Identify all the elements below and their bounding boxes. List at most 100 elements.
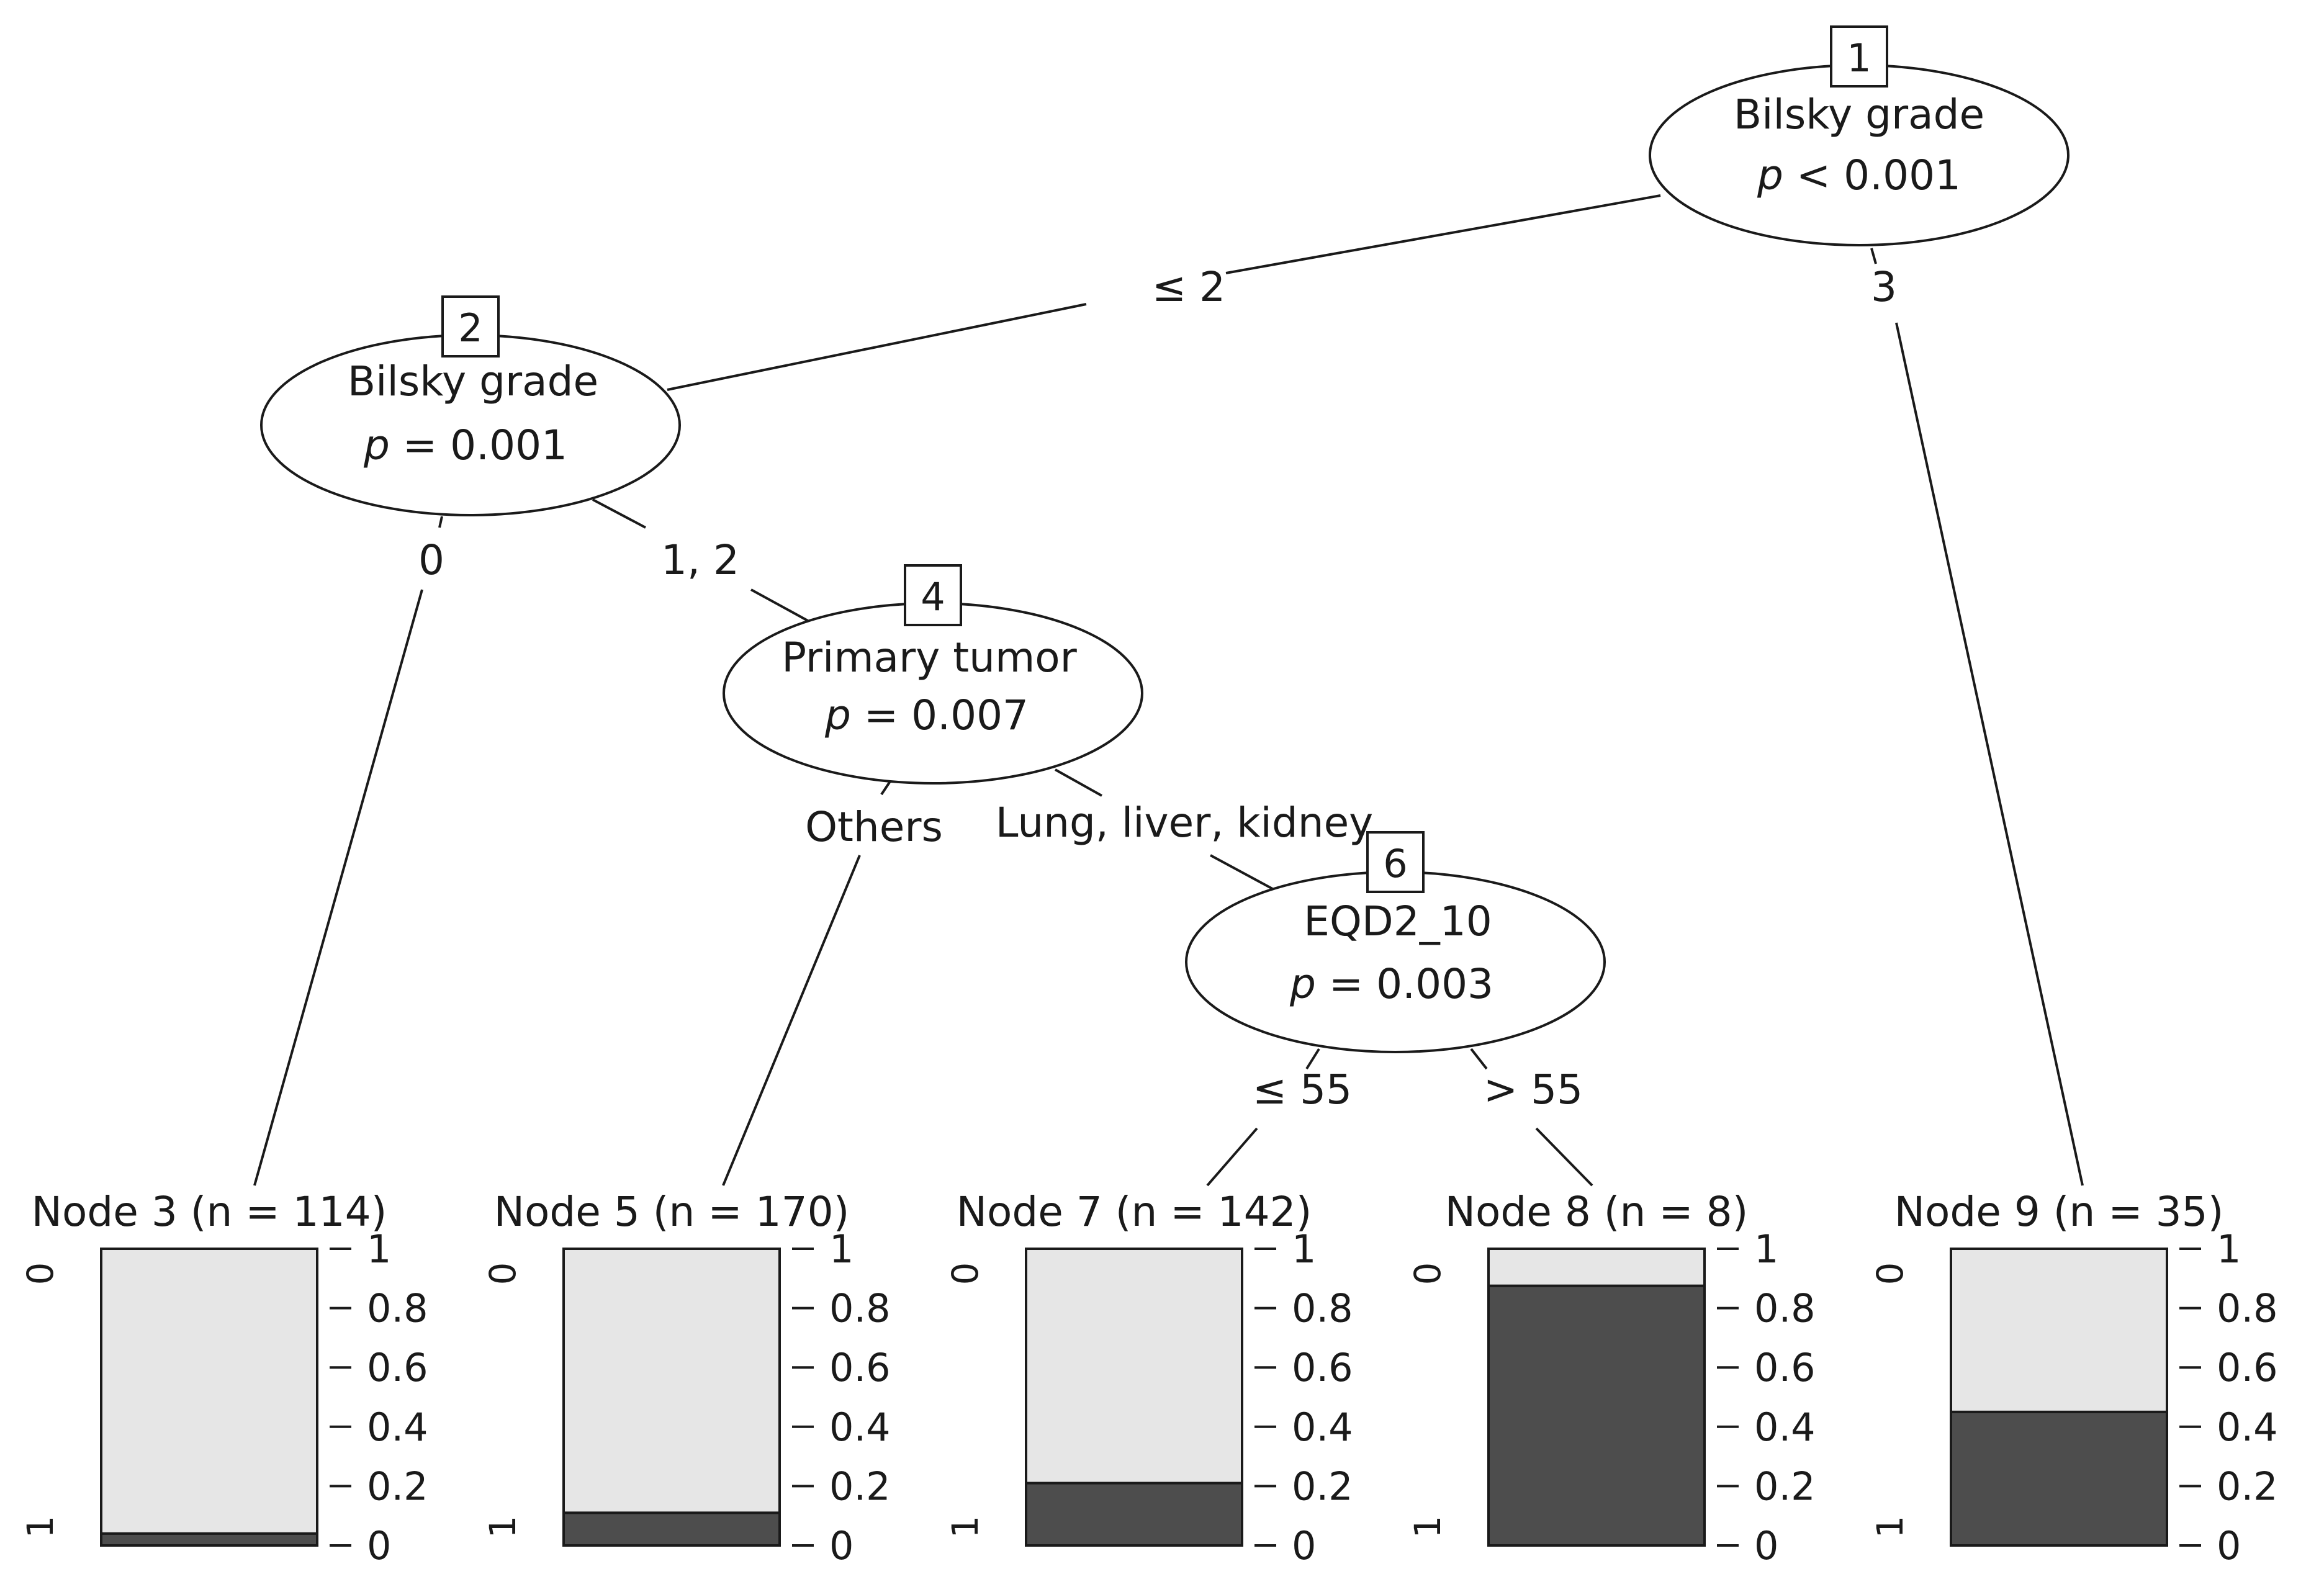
leaf-title-3: Node 3 (n = 114)	[32, 1188, 387, 1236]
leaf-tick-label-9-1: 0.2	[2217, 1464, 2278, 1509]
leaf-tick-label-5-4: 0.8	[829, 1286, 891, 1331]
leaf-bar-class-0-8	[1487, 1248, 1706, 1287]
edge-1-9-line-a	[1870, 248, 1877, 264]
leaf-class-label-top-5: 0	[482, 1262, 524, 1285]
leaf-tick-label-7-1: 0.2	[1292, 1464, 1353, 1509]
leaf-class-label-bottom-3: 1	[19, 1516, 61, 1539]
node-6-id: 6	[1383, 841, 1407, 886]
edge-1-2-line-b	[667, 303, 1087, 391]
edge-1-2-line-a	[1225, 194, 1661, 274]
edge-label-4-5: Others	[805, 803, 943, 851]
leaf-tick-label-7-3: 0.6	[1292, 1345, 1353, 1390]
leaf-tick-label-7-4: 0.8	[1292, 1286, 1353, 1331]
edge-6-7-line-b	[1206, 1127, 1258, 1187]
inner-node-4: 4 Primary tumor p = 0.007	[723, 564, 1143, 785]
edge-labels: ≤ 2 3 0 1, 2 Others Lung, liver, kidney …	[418, 263, 1897, 1113]
edge-label-2-4: 1, 2	[661, 536, 739, 584]
node-6-id-box	[1366, 831, 1425, 893]
leaf-bar-class-0-5	[562, 1248, 781, 1514]
node-2-id-box	[441, 295, 500, 358]
node-4-p-text	[851, 691, 864, 739]
leaf-tick-label-3-3: 0.6	[367, 1345, 428, 1390]
edge-label-6-8: > 55	[1484, 1066, 1583, 1113]
leaf-tick-label-9-2: 0.4	[2217, 1405, 2278, 1450]
edge-label-6-7: ≤ 55	[1253, 1066, 1352, 1113]
leaf-tick-label-3-0: 0	[367, 1523, 391, 1568]
edge-2-4-line-a	[592, 498, 646, 529]
node-1-variable: Bilsky grade	[1734, 91, 1984, 138]
node-6-p-value-text: = 0.003	[1329, 960, 1493, 1008]
edge-6-7-line-a	[1305, 1048, 1320, 1070]
edge-label-2-3: 0	[418, 536, 444, 584]
node-1-id-box	[1830, 25, 1888, 88]
node-1-id: 1	[1847, 35, 1871, 81]
leaf-title-8: Node 8 (n = 8)	[1445, 1188, 1749, 1236]
node-2-p-text	[390, 421, 403, 469]
node-4-id-box	[904, 564, 962, 626]
leaf-class-label-top-7: 0	[944, 1262, 986, 1285]
leaf-class-label-top-8: 0	[1407, 1262, 1449, 1285]
node-4-p-value-text: = 0.007	[864, 691, 1029, 739]
leaf-title-9: Node 9 (n = 35)	[1894, 1188, 2224, 1236]
node-6-p-text	[1316, 960, 1329, 1008]
leaf-tick-label-8-2: 0.4	[1754, 1405, 1816, 1450]
edge-4-6-line-b	[1210, 854, 1273, 890]
leaf-class-label-bottom-5: 1	[482, 1516, 524, 1539]
edge-label-4-6: Lung, liver, kidney	[996, 799, 1374, 847]
leaf-tick-label-9-0: 0	[2217, 1523, 2241, 1568]
node-1-p-value-text: < 0.001	[1796, 151, 1961, 199]
leaf-bar-class-1-3	[100, 1532, 318, 1547]
node-6-pvalue: p = 0.003	[1289, 960, 1493, 1008]
leaf-tick-label-9-5: 1	[2217, 1226, 2241, 1272]
node-4-id: 4	[921, 574, 945, 619]
inner-node-6: 6 EQD2_10 p = 0.003	[1185, 831, 1606, 1053]
leaf-tick-label-5-0: 0	[829, 1523, 853, 1568]
edge-2-3-line-a	[438, 516, 443, 528]
leaf-bar-class-1-5	[562, 1511, 781, 1547]
node-2-id: 2	[458, 305, 482, 351]
edge-1-9-line-b	[1895, 322, 2084, 1186]
node-4-p-symbol: p	[824, 691, 851, 739]
leaf-tick-label-8-4: 0.8	[1754, 1286, 1816, 1331]
leaf-node-8: Node 8 (n = 8) 0 1 0 0.2 0.4 0.6 0.8 1	[1407, 1188, 1816, 1568]
leaf-bar-class-1-7	[1025, 1482, 1243, 1547]
node-1-p-symbol: p	[1757, 151, 1783, 199]
edge-label-1-9: 3	[1871, 263, 1897, 311]
node-2-p-value-text: = 0.001	[403, 421, 567, 469]
leaf-tick-label-7-5: 1	[1292, 1226, 1316, 1272]
node-4-pvalue: p = 0.007	[824, 691, 1029, 739]
leaf-bar-class-1-8	[1487, 1284, 1706, 1547]
node-2-pvalue: p = 0.001	[363, 421, 567, 469]
leaf-bar-class-1-9	[1950, 1410, 2168, 1547]
leaf-bar-class-0-3	[100, 1248, 318, 1535]
edge-6-8-line-b	[1535, 1127, 1593, 1187]
node-1-p-text	[1783, 151, 1796, 199]
edge-4-5-line-b	[722, 855, 861, 1186]
leaf-tick-label-8-3: 0.6	[1754, 1345, 1816, 1390]
node-6-p-symbol: p	[1289, 960, 1316, 1008]
leaf-tick-label-9-4: 0.8	[2217, 1286, 2278, 1331]
leaf-class-label-top-3: 0	[19, 1262, 61, 1285]
leaf-class-label-bottom-8: 1	[1407, 1516, 1449, 1539]
leaf-tick-label-8-1: 0.2	[1754, 1464, 1816, 1509]
edge-label-1-2: ≤ 2	[1152, 263, 1225, 311]
leaf-tick-label-7-2: 0.4	[1292, 1405, 1353, 1450]
node-1-pvalue: p < 0.001	[1757, 151, 1961, 199]
node-2-variable: Bilsky grade	[348, 358, 598, 405]
leaf-tick-label-5-5: 1	[829, 1226, 853, 1272]
leaf-tick-label-8-5: 1	[1754, 1226, 1778, 1272]
leaf-tick-label-8-0: 0	[1754, 1523, 1778, 1568]
inner-node-1: 1 Bilsky grade p < 0.001	[1649, 25, 2070, 246]
leaf-tick-label-3-1: 0.2	[367, 1464, 428, 1509]
leaf-tick-label-5-2: 0.4	[829, 1405, 891, 1450]
leaf-tick-label-3-5: 1	[367, 1226, 391, 1272]
leaf-title-5: Node 5 (n = 170)	[494, 1188, 850, 1236]
leaf-class-label-bottom-7: 1	[944, 1516, 986, 1539]
edge-2-4-line-b	[750, 588, 811, 623]
